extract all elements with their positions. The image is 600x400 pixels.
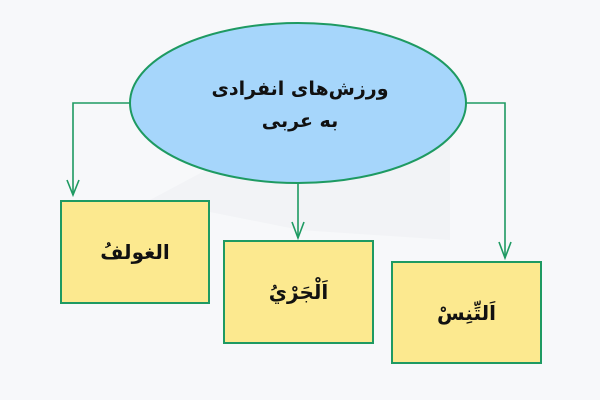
child-node-running: اَلْجَرْيُ — [223, 240, 374, 344]
child-node-tennis: اَلتِّنِسْ — [391, 261, 542, 364]
child-node-golf: الغولفُ — [60, 200, 210, 304]
root-title-line2: به عربی — [261, 110, 339, 132]
child-label: الغولفُ — [100, 240, 170, 264]
root-node-label: ورزش‌های انفرادی به عربی — [160, 70, 440, 140]
arrowhead-middle — [291, 221, 305, 241]
arrowhead-left — [66, 179, 80, 198]
child-label: اَلْجَرْيُ — [268, 280, 329, 304]
connector-right — [466, 102, 506, 258]
child-label: اَلتِّنِسْ — [437, 300, 496, 325]
arrowhead-right — [498, 241, 512, 261]
root-title-line1: ورزش‌های انفرادی — [211, 78, 389, 100]
connector-left — [72, 102, 130, 195]
